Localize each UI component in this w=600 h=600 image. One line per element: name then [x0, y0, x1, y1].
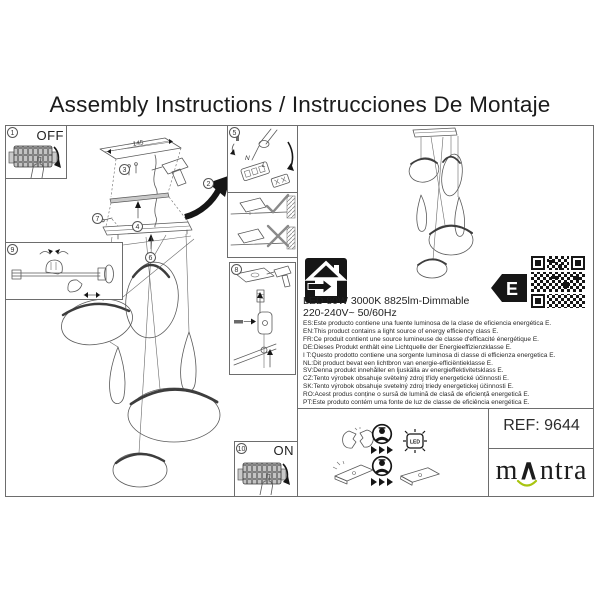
- panel-step8-anchor: [229, 262, 296, 375]
- final-lamp-drawing: [408, 127, 474, 279]
- brand-logo-rest: ntra: [539, 455, 588, 486]
- breaker-switch-icon: [8, 145, 61, 178]
- lang-sv: SV:Denna produkt innehåller en ljuskälla…: [303, 367, 504, 375]
- wiring-drawing: N L: [230, 128, 294, 188]
- breaker-switch-on-icon: [237, 462, 290, 495]
- lang-fr: FR:Ce produit contient une source lumine…: [303, 335, 539, 343]
- led-chip-label: LED: [410, 440, 420, 446]
- off-label: OFF: [36, 128, 64, 143]
- driver-module-shine-icon: [333, 461, 374, 485]
- reference-number: REF: 9644: [503, 417, 580, 434]
- lang-sk: SK:Tento výrobok obsahuje svetelný zdroj…: [303, 383, 514, 391]
- anchor-drawing: [233, 265, 292, 368]
- dimension-label: 145: [132, 139, 144, 148]
- lang-de: DE:Dieses Produkt enthält eine Lichtquel…: [303, 343, 512, 351]
- energy-class-arrow: E: [491, 274, 527, 302]
- on-label: ON: [273, 443, 294, 458]
- terminal-l-label: L: [262, 162, 266, 169]
- step-marker-7: 7: [92, 213, 103, 224]
- forward-arrows-icon: [371, 446, 393, 454]
- lang-en: EN:This product contains a light source …: [303, 327, 499, 335]
- brand-green-arc: [516, 480, 538, 487]
- brand-logo-m: m: [495, 455, 519, 486]
- energy-class-letter: E: [506, 279, 518, 299]
- step-marker-4: 4: [132, 221, 143, 232]
- divider-horizontal-brand: [488, 448, 594, 449]
- brand-logo-caret: ∧: [518, 454, 540, 485]
- driver-module-icon: [400, 467, 440, 486]
- terminal-n-label: N: [245, 155, 250, 162]
- step-marker-2: 2: [203, 178, 214, 189]
- led-chip-icon: LED: [403, 429, 427, 453]
- technician-icon: [371, 455, 393, 477]
- brand-logo: m∧ntra: [488, 453, 595, 487]
- lang-nl: NL:Dit product bevat een lichtbron van e…: [303, 359, 493, 367]
- forward-arrows-icon: [371, 478, 393, 486]
- step-marker-10: 10: [236, 443, 247, 454]
- divider-vertical-ref: [488, 408, 489, 497]
- panel-junction-box-orientation: [227, 192, 298, 258]
- step-marker-3: 3: [119, 164, 130, 175]
- lang-ro: RO:Acest produs conține o sursă de lumin…: [303, 391, 530, 399]
- spec-line1: LED 80W 3000K 8825lm-Dimmable: [303, 295, 470, 307]
- page-title: Assembly Instructions / Instrucciones De…: [49, 92, 551, 117]
- cable-adjust-drawing: [11, 249, 114, 298]
- assembly-diagram: 145: [61, 137, 227, 488]
- divider-vertical-right-section: [297, 125, 298, 497]
- lang-it: I T:Questo prodotto contiene una sorgent…: [303, 351, 556, 359]
- spec-line2: 220-240V~ 50/60Hz: [303, 307, 397, 319]
- step-marker-1: 1: [7, 127, 18, 138]
- lang-cz: CZ:Tento výrobek obsahuje světelný zdroj…: [303, 375, 509, 383]
- technician-icon: [371, 423, 393, 445]
- lang-es: ES:Este producto contiene una fuente lum…: [303, 320, 552, 327]
- step-marker-9: 9: [7, 244, 18, 255]
- step-marker-6: 6: [145, 252, 156, 263]
- qr-code: [531, 256, 585, 308]
- house-energy-icon: [305, 258, 347, 303]
- main-frame: [5, 125, 594, 497]
- step-marker-5: 5: [229, 127, 240, 138]
- lang-pt: PT:Este produto contém uma fonte de luz …: [303, 399, 530, 407]
- language-lines: ES:Este producto contiene una fuente lum…: [303, 320, 593, 407]
- step-marker-8: 8: [231, 264, 242, 275]
- panel-step5-wiring: [227, 125, 298, 193]
- divider-horizontal-footer: [297, 408, 594, 409]
- junction-box-drawing: [230, 193, 296, 250]
